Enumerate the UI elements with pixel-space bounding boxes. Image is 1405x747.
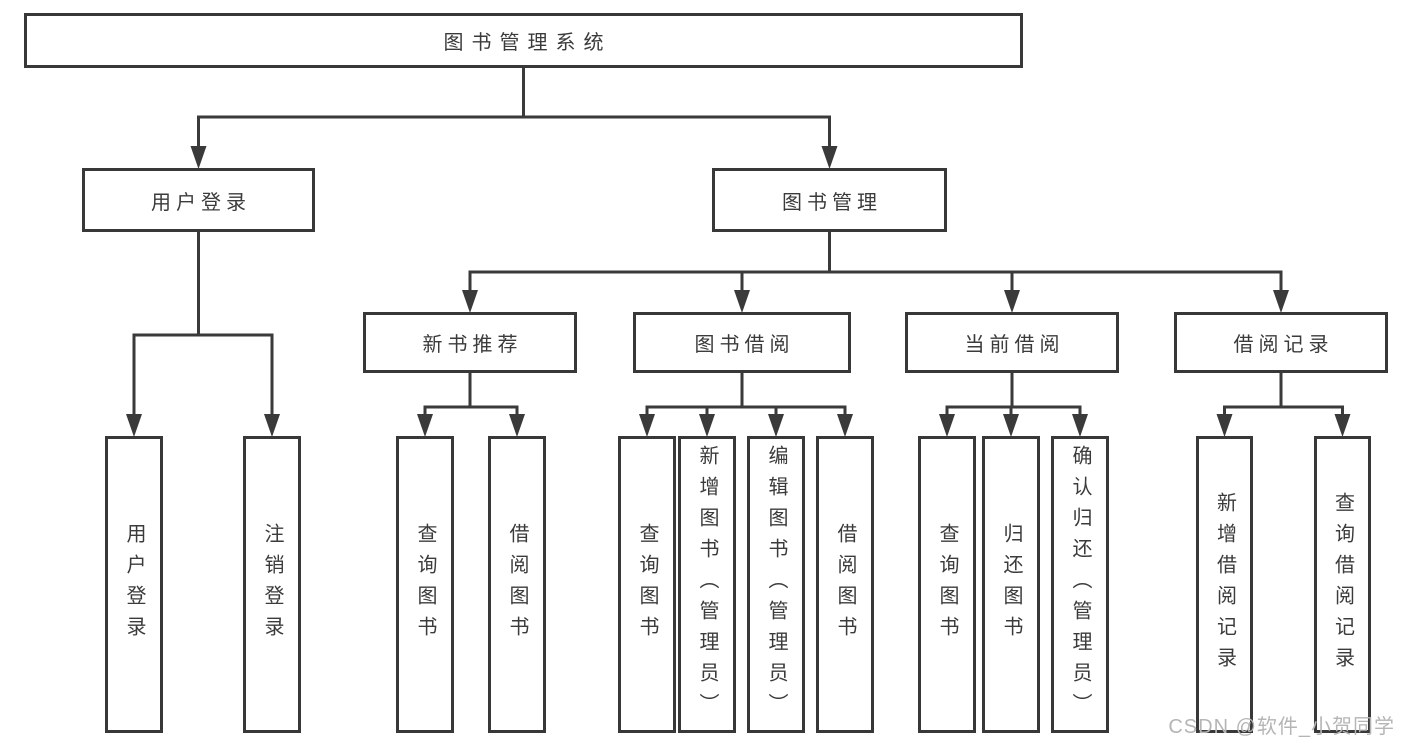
arrowhead-icon: [509, 414, 525, 437]
watermark: CSDN @软件_小贺同学: [1168, 716, 1395, 738]
arrowhead-icon: [1003, 414, 1019, 437]
node-leaf-add-record: 新增借阅记录: [1196, 436, 1253, 733]
arrowhead-icon: [462, 290, 478, 313]
node-leaf-confirm-return: 确认归还（管理员）: [1051, 436, 1109, 733]
node-leaf-query-book-2: 查询图书: [618, 436, 676, 733]
node-leaf-user-login: 用户登录: [105, 436, 163, 733]
node-leaf-edit-book: 编辑图书（管理员）: [747, 436, 805, 733]
node-leaf-query-book-1: 查询图书: [396, 436, 454, 733]
arrowhead-icon: [1072, 414, 1088, 437]
arrowhead-icon: [190, 146, 207, 169]
node-leaf-logout: 注销登录: [243, 436, 301, 733]
node-leaf-add-book: 新增图书（管理员）: [678, 436, 736, 733]
node-current-borrow: 当前借阅: [905, 312, 1119, 373]
arrowhead-icon: [1334, 414, 1351, 437]
node-leaf-return-book: 归还图书: [982, 436, 1040, 733]
node-book-borrow: 图书借阅: [633, 312, 851, 373]
arrowhead-icon: [768, 414, 784, 437]
arrowhead-icon: [734, 290, 750, 313]
arrowhead-icon: [1004, 290, 1020, 313]
node-leaf-borrow-book-2: 借阅图书: [816, 436, 874, 733]
arrowhead-icon: [821, 146, 838, 169]
arrowhead-icon: [639, 414, 655, 437]
arrowhead-icon: [1216, 414, 1233, 437]
node-leaf-borrow-book-1: 借阅图书: [488, 436, 546, 733]
arrowhead-icon: [126, 414, 142, 437]
node-book-mgmt: 图书管理: [712, 168, 947, 232]
arrowhead-icon: [699, 414, 715, 437]
node-new-book-rec: 新书推荐: [363, 312, 577, 373]
node-root: 图书管理系统: [24, 13, 1023, 68]
node-leaf-query-book-3: 查询图书: [918, 436, 976, 733]
arrowhead-icon: [939, 414, 955, 437]
arrowhead-icon: [837, 414, 853, 437]
node-leaf-query-record: 查询借阅记录: [1314, 436, 1371, 733]
arrowhead-icon: [264, 414, 280, 437]
node-user-login: 用户登录: [82, 168, 315, 232]
arrowhead-icon: [1273, 290, 1289, 313]
arrowhead-icon: [417, 414, 433, 437]
node-borrow-records: 借阅记录: [1174, 312, 1388, 373]
